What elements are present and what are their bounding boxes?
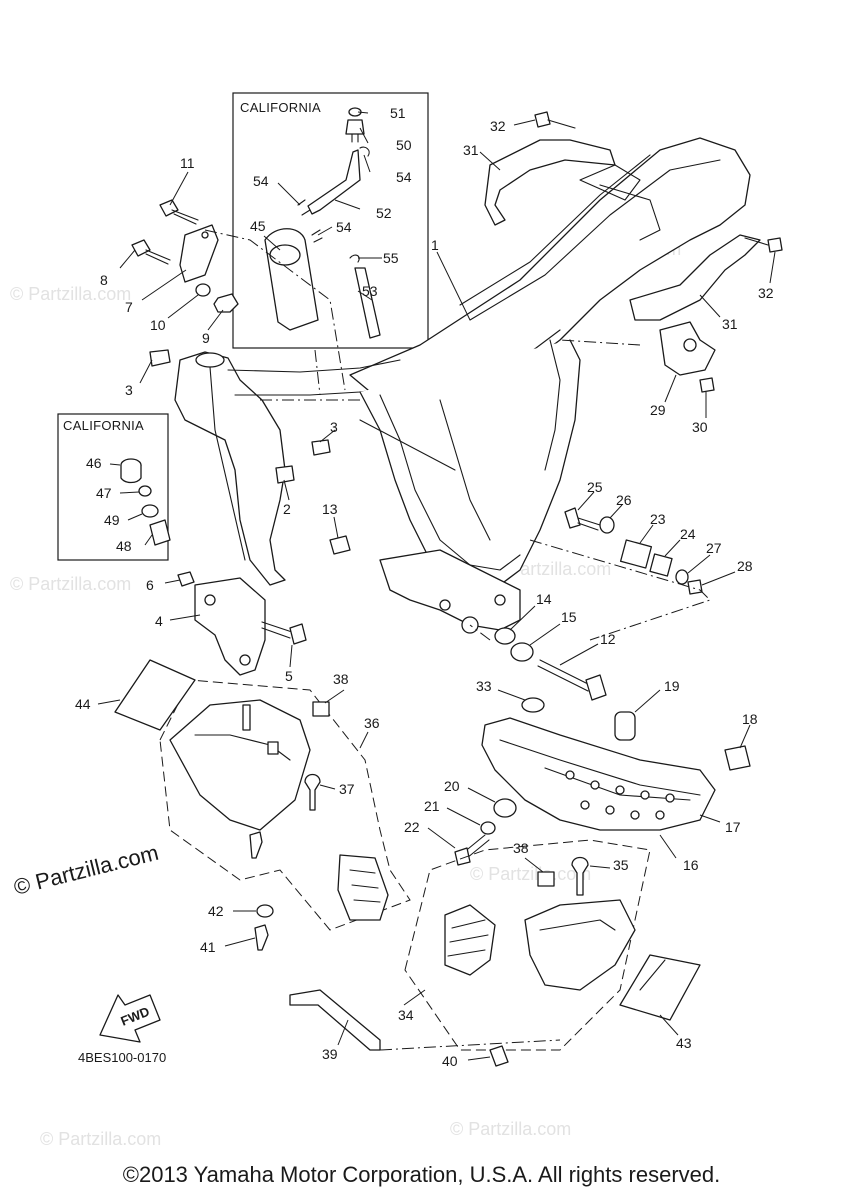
callout-15: 15 xyxy=(561,609,577,625)
watermark-primary: © Partzilla.com xyxy=(11,840,161,900)
callout-51: 51 xyxy=(390,105,406,121)
callout-28: 28 xyxy=(737,558,753,574)
callout-47: 47 xyxy=(96,485,112,501)
watermark-bottom-right: © Partzilla.com xyxy=(450,1119,571,1139)
callout-34: 34 xyxy=(398,1007,414,1023)
callout-16: 16 xyxy=(683,857,699,873)
callout-52: 52 xyxy=(376,205,392,221)
callout-53: 53 xyxy=(362,283,378,299)
callout-42: 42 xyxy=(208,903,224,919)
callout-48: 48 xyxy=(116,538,132,554)
inset-label-fuel: CALIFORNIA xyxy=(240,100,321,115)
callout-45: 45 xyxy=(250,218,266,234)
inset-label-breather: CALIFORNIA xyxy=(63,418,144,433)
callout-9: 9 xyxy=(202,330,210,346)
watermark-mid-left: © Partzilla.com xyxy=(10,574,131,594)
side-cover-right xyxy=(289,839,701,1067)
callout-24: 24 xyxy=(680,526,696,542)
callout-54-mid: 54 xyxy=(336,219,352,235)
callout-20: 20 xyxy=(444,778,460,794)
callout-7: 7 xyxy=(125,299,133,315)
callout-41: 41 xyxy=(200,939,216,955)
callout-38-right: 38 xyxy=(513,840,529,856)
callout-49: 49 xyxy=(104,512,120,528)
callout-11: 11 xyxy=(180,155,195,171)
callout-17: 17 xyxy=(725,819,741,835)
callout-8: 8 xyxy=(100,272,108,288)
callout-33: 33 xyxy=(476,678,492,694)
copyright-notice: ©2013 Yamaha Motor Corporation, U.S.A. A… xyxy=(122,1162,721,1187)
callout-25: 25 xyxy=(587,479,603,495)
callout-54-left: 54 xyxy=(253,173,269,189)
side-cover-left xyxy=(159,679,411,951)
callout-32-top: 32 xyxy=(490,118,506,134)
callout-50: 50 xyxy=(396,137,412,153)
callout-22: 22 xyxy=(404,819,420,835)
callout-27: 27 xyxy=(706,540,722,556)
callout-13: 13 xyxy=(322,501,338,517)
callout-4: 4 xyxy=(155,613,163,629)
callout-29: 29 xyxy=(650,402,666,418)
callout-44: 44 xyxy=(75,696,91,712)
callout-2: 2 xyxy=(283,501,291,517)
callout-46: 46 xyxy=(86,455,102,471)
inset-breather-parts xyxy=(120,458,171,546)
callout-3-left: 3 xyxy=(125,382,133,398)
callout-1: 1 xyxy=(431,237,439,253)
california-inset-fuel: CALIFORNIA xyxy=(232,92,429,349)
callout-43: 43 xyxy=(676,1035,692,1051)
figure-code: 4BES100-0170 xyxy=(78,1050,166,1065)
callout-35: 35 xyxy=(613,857,629,873)
callout-55: 55 xyxy=(383,250,399,266)
callout-14: 14 xyxy=(536,591,552,607)
callout-31-top: 31 xyxy=(463,142,479,158)
callout-3-right: 3 xyxy=(330,419,338,435)
callout-54-top: 54 xyxy=(396,169,412,185)
watermark-left: © Partzilla.com xyxy=(10,284,131,304)
watermark-lower: © Partzilla.com xyxy=(470,864,591,884)
callout-12: 12 xyxy=(600,631,616,647)
inset-fuel-parts xyxy=(264,107,381,339)
callout-38-left: 38 xyxy=(333,671,349,687)
california-inset-breather: CALIFORNIA xyxy=(57,413,169,561)
skid-plate xyxy=(454,697,751,866)
hardware-parts xyxy=(131,111,783,701)
assembly-lines xyxy=(204,229,711,641)
main-frame xyxy=(174,137,761,634)
leader-lines xyxy=(97,111,776,1061)
callout-19: 19 xyxy=(664,678,680,694)
callout-5: 5 xyxy=(285,668,293,684)
callout-40: 40 xyxy=(442,1053,458,1069)
callout-37: 37 xyxy=(339,781,355,797)
callout-10: 10 xyxy=(150,317,166,333)
watermark-bottom-left: © Partzilla.com xyxy=(40,1129,161,1149)
callout-6: 6 xyxy=(146,577,154,593)
callout-31-right: 31 xyxy=(722,316,738,332)
callout-39: 39 xyxy=(322,1046,338,1062)
callout-labels: 51 50 54 54 52 54 45 55 53 11 8 7 10 9 3… xyxy=(75,105,774,1069)
callout-30: 30 xyxy=(692,419,708,435)
callout-23: 23 xyxy=(650,511,666,527)
callout-26: 26 xyxy=(616,492,632,508)
callout-18: 18 xyxy=(742,711,758,727)
callout-36: 36 xyxy=(364,715,380,731)
decal-44 xyxy=(114,659,196,731)
fwd-arrow: FWD xyxy=(99,994,161,1043)
callout-21: 21 xyxy=(424,798,440,814)
callout-32-right: 32 xyxy=(758,285,774,301)
